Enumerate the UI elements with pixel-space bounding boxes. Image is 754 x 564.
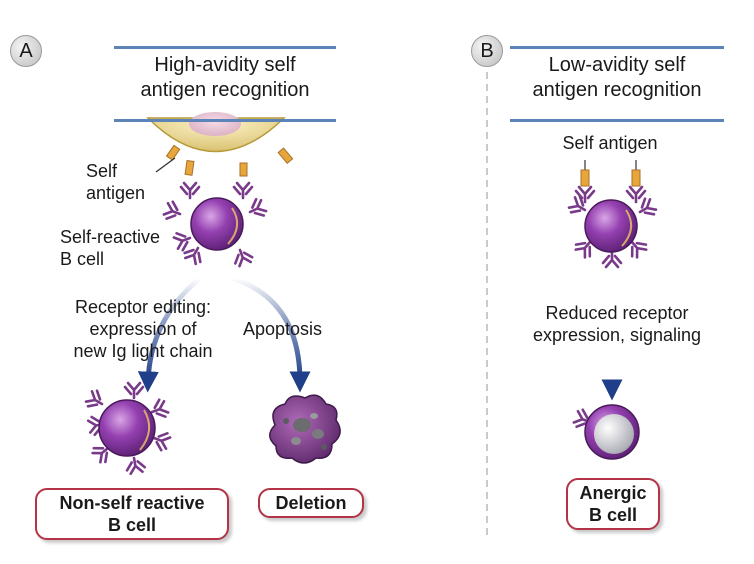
apoptosis-label: Apoptosis bbox=[243, 319, 323, 339]
panel-b-label: B bbox=[471, 35, 503, 67]
reduced-receptor-label: Reduced receptor expression, signaling bbox=[532, 303, 702, 345]
non-self-reactive-b-cell bbox=[83, 381, 173, 476]
self-antigen-left bbox=[580, 169, 590, 187]
panel-b-title-text: Low-avidity self antigen recognition bbox=[532, 54, 702, 101]
self-antigen-right bbox=[631, 169, 641, 187]
self-antigen-label-b: Self antigen bbox=[562, 133, 658, 153]
apoptotic-cell bbox=[269, 394, 341, 464]
anergic-b-cell bbox=[571, 404, 640, 460]
panel-a-label: A bbox=[10, 35, 42, 67]
outcome-non-self-reactive: Non-self reactive B cell bbox=[35, 488, 229, 540]
antigen-presenting-cell bbox=[146, 112, 294, 177]
panel-a-title: High-avidity self antigen recognition bbox=[114, 46, 336, 122]
outcome-deletion: Deletion bbox=[258, 488, 364, 518]
panel-a-title-text: High-avidity self antigen recognition bbox=[140, 54, 310, 101]
self-antigen-label-a: Self antigen bbox=[86, 161, 146, 203]
panel-b-title: Low-avidity self antigen recognition bbox=[510, 46, 724, 122]
receptor-editing-arrow bbox=[137, 276, 202, 393]
self-antigen-pointer bbox=[155, 157, 176, 173]
receptor-editing-label: Receptor editing: expression of new Ig l… bbox=[73, 297, 213, 361]
apoptosis-arrow bbox=[231, 275, 311, 393]
self-reactive-b-cell-label: Self-reactive B cell bbox=[60, 227, 161, 269]
self-reactive-b-cell bbox=[161, 181, 269, 269]
b-cell-low-avidity bbox=[566, 160, 659, 269]
outcome-anergic: Anergic B cell bbox=[566, 478, 660, 530]
